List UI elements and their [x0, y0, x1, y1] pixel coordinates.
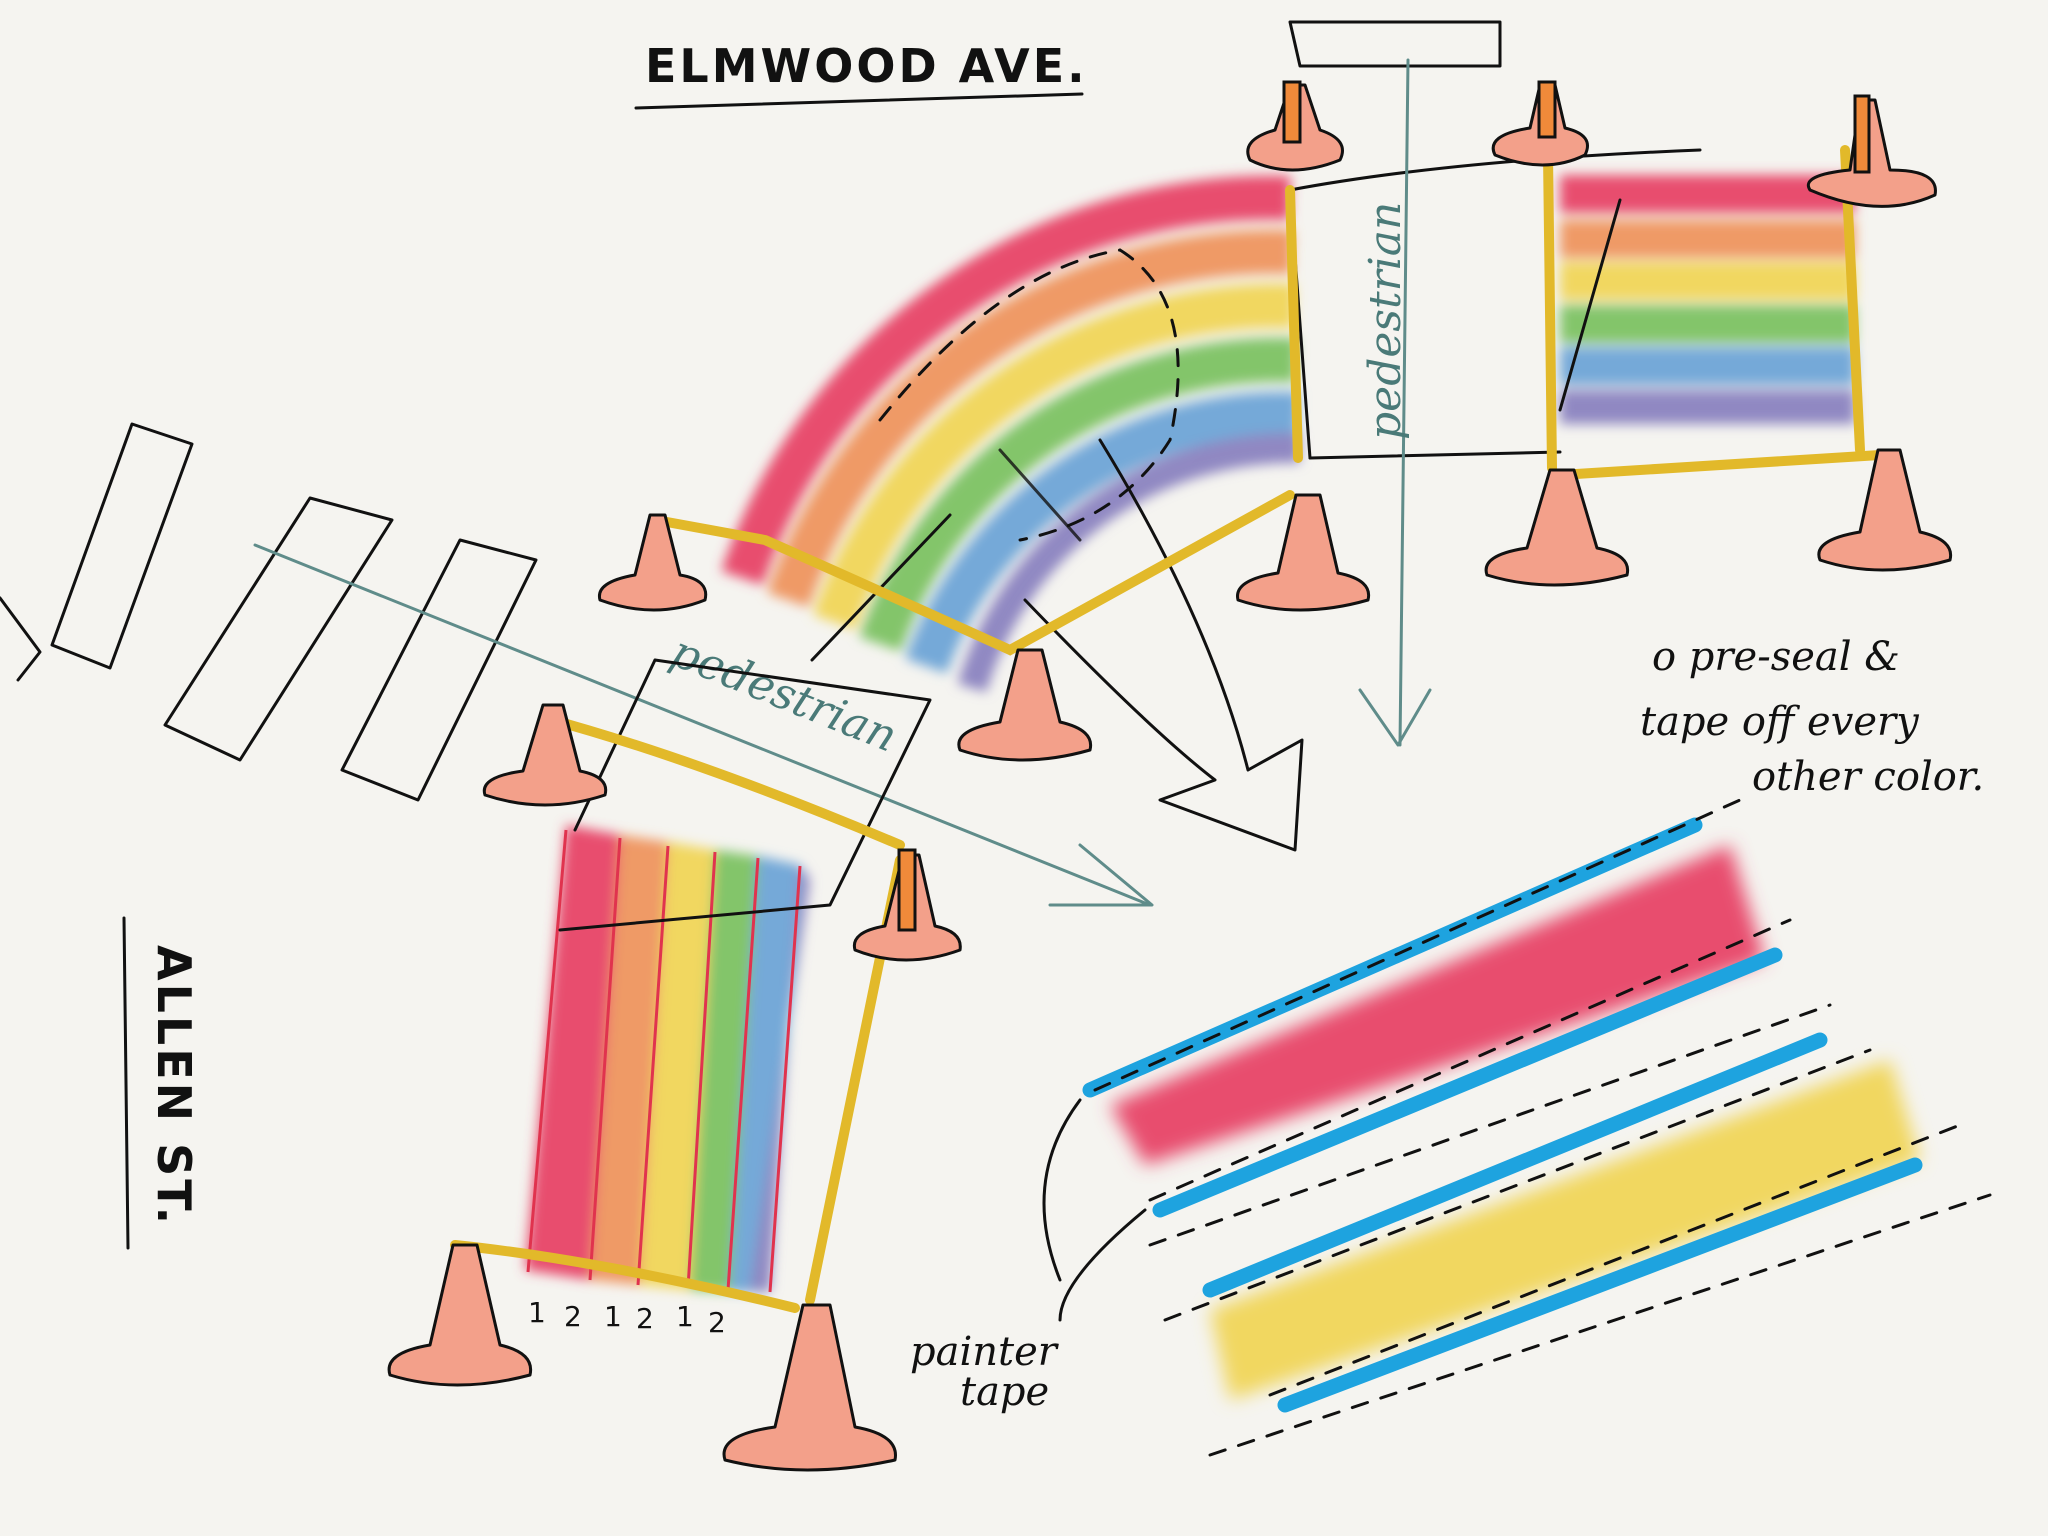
- painter-tape-label: tape: [960, 1369, 1049, 1415]
- existing-crosswalk: [0, 422, 538, 802]
- pedestrian-end-box: [1288, 20, 1502, 68]
- street-label-allen: ALLEN ST.: [122, 916, 201, 1250]
- traffic-cone-icon: [482, 703, 608, 807]
- traffic-cone-icon: [1491, 80, 1589, 167]
- instruction-note: o pre-seal & tape off every other color.: [1640, 634, 1984, 800]
- painter-tape-strip: [1202, 1032, 1828, 1298]
- note-line: other color.: [1752, 754, 1984, 800]
- traffic-cone-icon: [852, 848, 962, 962]
- stripe-number: 2: [636, 1302, 654, 1335]
- direction-arrow-icon: [1023, 438, 1304, 852]
- traffic-cone-icon: [597, 513, 708, 612]
- rainbow-arc-crosswalk: [721, 175, 1301, 693]
- traffic-cone-icon: [957, 648, 1093, 762]
- note-line: tape off every: [1640, 699, 1920, 745]
- elmwood-underline: [634, 92, 1084, 110]
- stripe-number: 1: [676, 1300, 694, 1333]
- tape-detail: [1042, 798, 1992, 1457]
- crosswalk-bar: [163, 496, 394, 762]
- pedestrian-zone-top: [1288, 20, 1702, 460]
- stripe-number: 2: [564, 1300, 582, 1333]
- pedestrian-label-diagonal: pedestrian: [664, 626, 904, 763]
- street-label-elmwood: ELMWOOD AVE.: [634, 39, 1088, 110]
- elmwood-ave-label: ELMWOOD AVE.: [645, 39, 1088, 93]
- traffic-cone-icon: [1246, 80, 1344, 172]
- crosswalk-bar: [50, 422, 194, 670]
- note-line: o pre-seal &: [1652, 634, 1900, 680]
- traffic-cone-icon: [1236, 493, 1371, 612]
- painter-tape-strip: [1152, 947, 1783, 1218]
- crosswalk-bar: [340, 538, 538, 802]
- painter-tape-strip: [1277, 1157, 1923, 1413]
- rainbow-vertical-hatch: [526, 829, 802, 1293]
- traffic-cone-icon: [1484, 468, 1630, 587]
- allen-underline: [122, 916, 130, 1250]
- painter-tape-label: painter: [910, 1329, 1060, 1375]
- traffic-cone-icon: [387, 1243, 533, 1387]
- stripe-number: 2: [708, 1306, 726, 1339]
- stripe-number-row: 1 2 1 2 1 2: [528, 1296, 726, 1339]
- rainbow-vertical-crosswalk: [525, 825, 810, 1292]
- stripe-number: 1: [528, 1296, 546, 1329]
- pedestrian-label-vertical: pedestrian: [1360, 202, 1411, 440]
- allen-st-label: ALLEN ST.: [147, 945, 201, 1227]
- direction-arrow-icon: [1358, 58, 1432, 747]
- pedestrian-zone-lower: [558, 658, 932, 932]
- traffic-cone-icon: [722, 1303, 897, 1472]
- stripe-number: 1: [604, 1300, 622, 1333]
- traffic-cone-icon: [1817, 448, 1953, 572]
- traffic-cones: [387, 80, 1953, 1472]
- rainbow-straight-crosswalk: [1560, 175, 1855, 424]
- traffic-cone-icon: [1806, 94, 1937, 208]
- painter-tape-note: painter tape: [910, 1329, 1060, 1415]
- direction-arrow-icon: [253, 543, 1154, 907]
- crosswalk-bar-partial: [0, 596, 42, 682]
